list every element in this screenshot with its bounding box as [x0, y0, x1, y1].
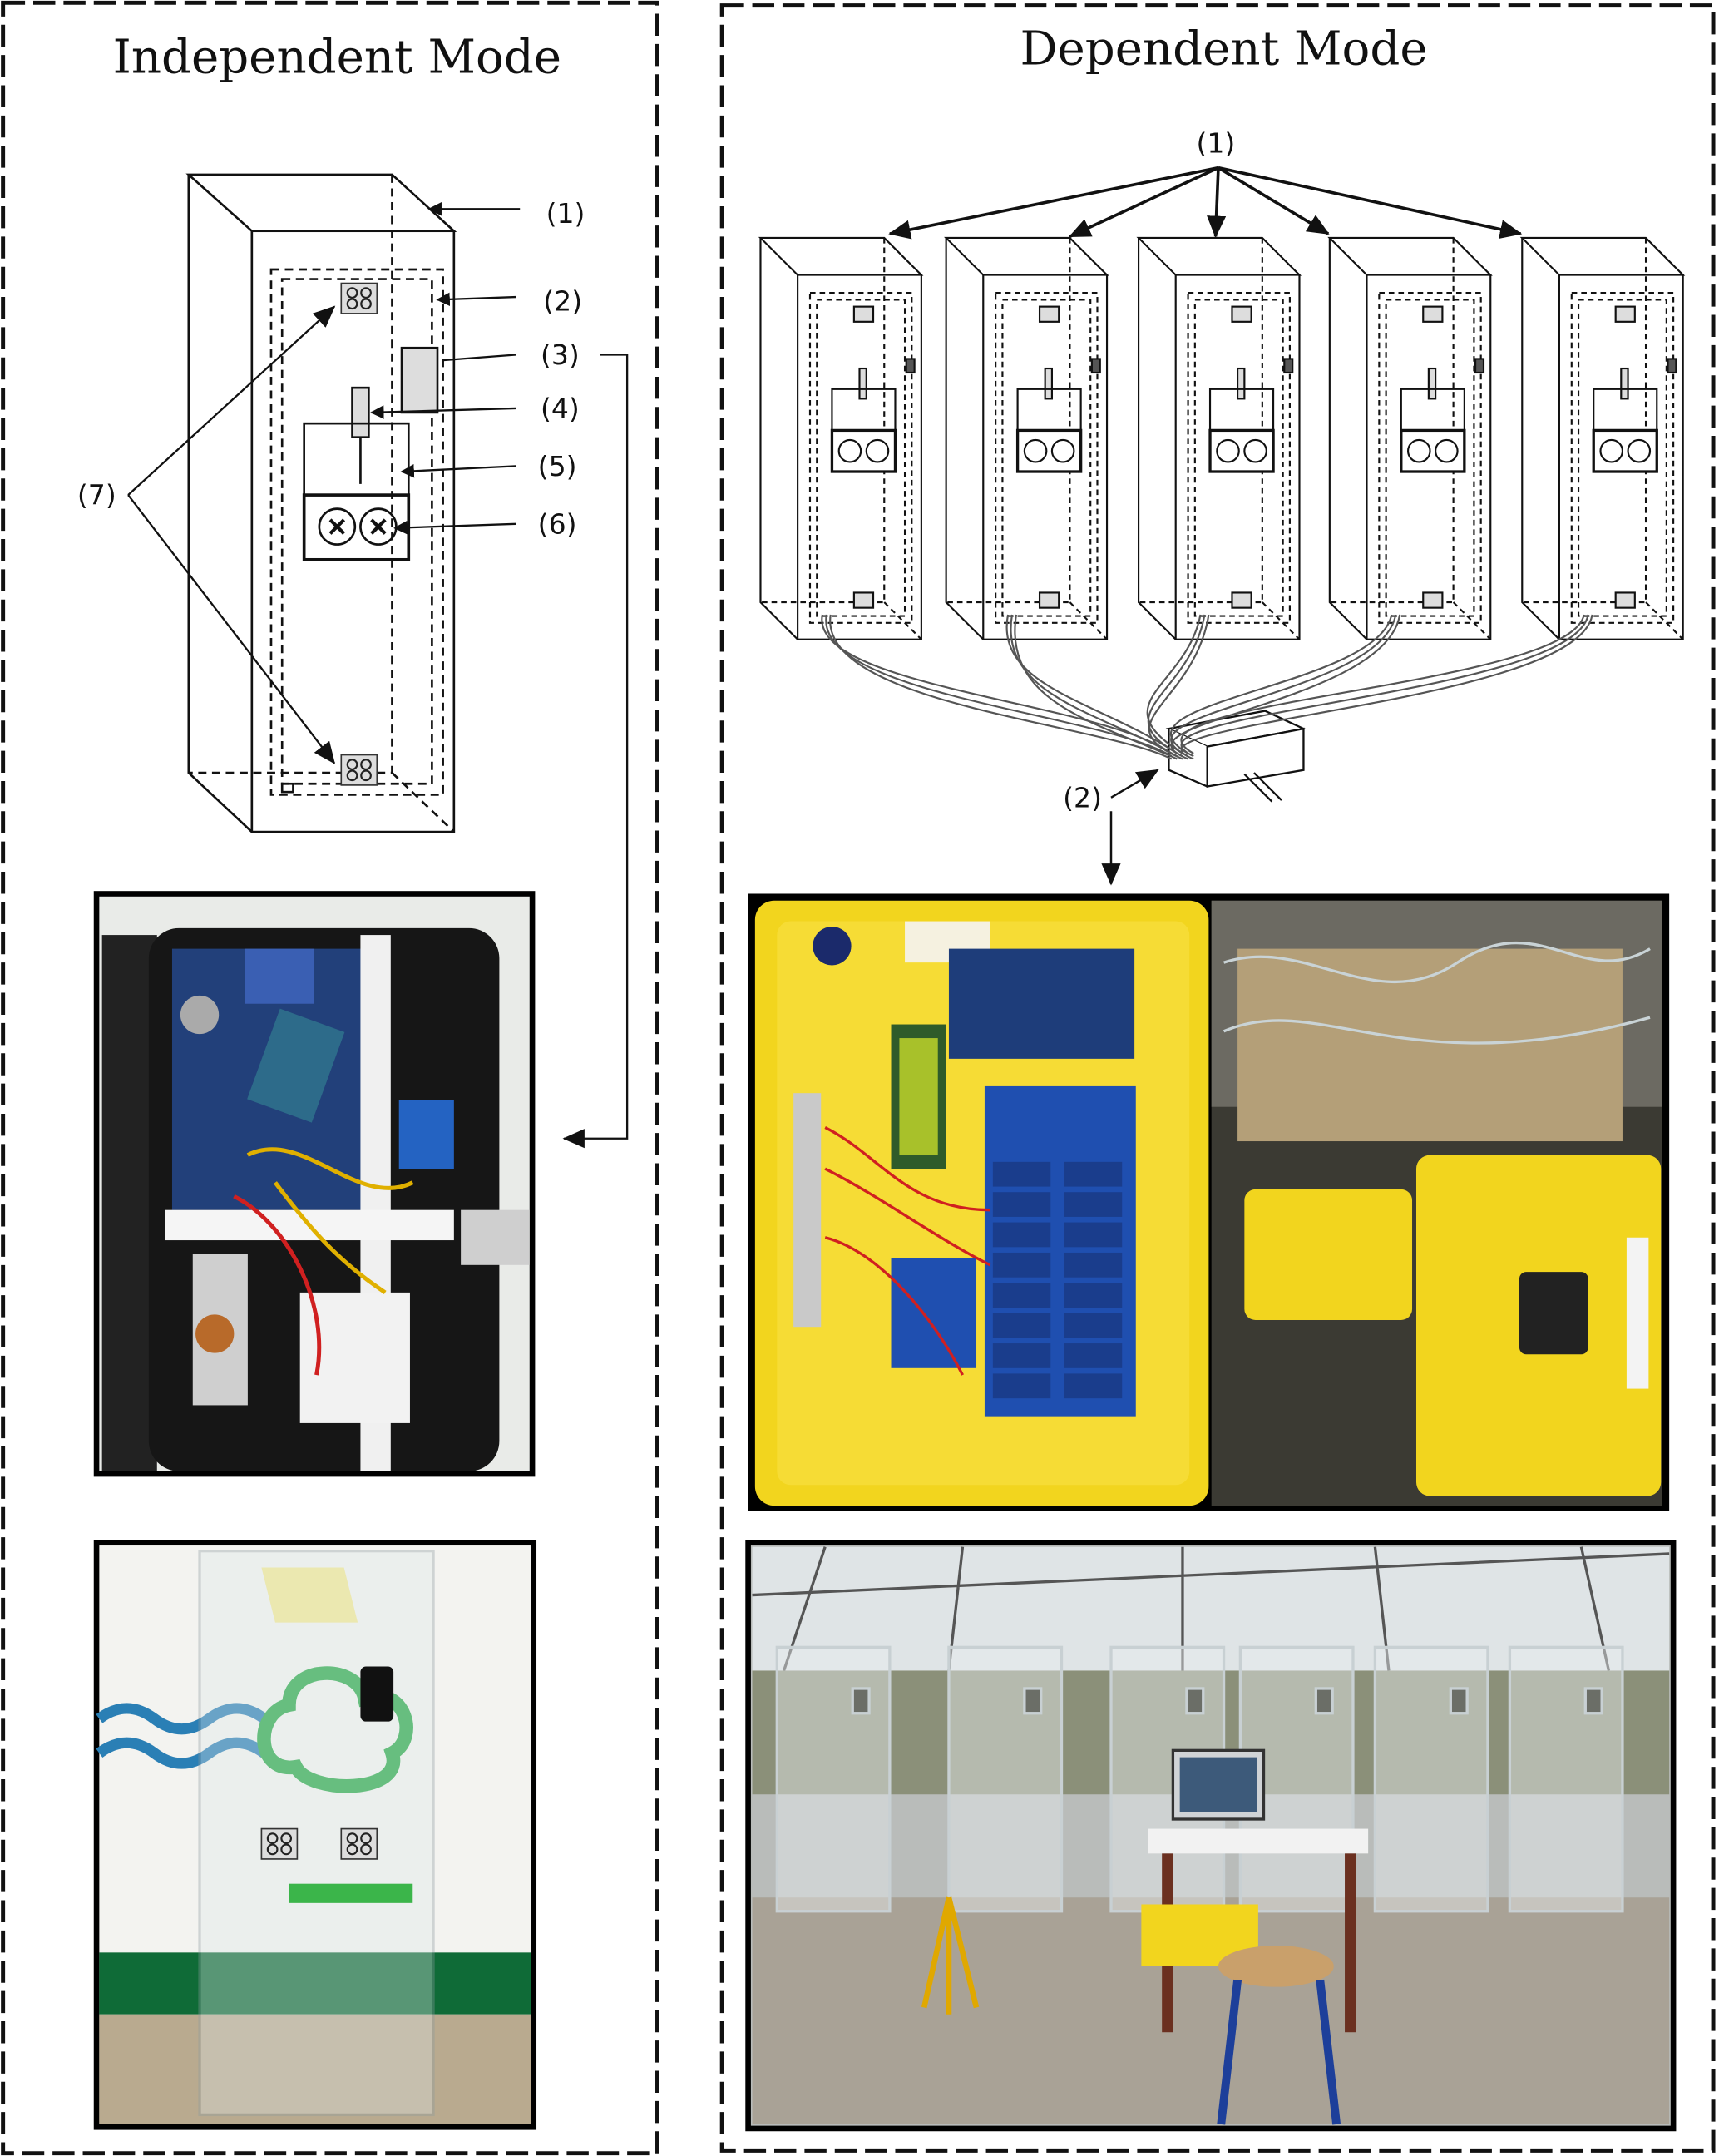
relay [1064, 1313, 1123, 1338]
wire [1170, 614, 1401, 760]
relay [1064, 1373, 1123, 1399]
label-6: (6) [538, 507, 577, 540]
photo-chamber [947, 1645, 1064, 1913]
fan-icon [339, 754, 378, 787]
dependent-mode-title: Dependent Mode [1020, 22, 1427, 77]
wire [1014, 614, 1178, 760]
label-5: (5) [538, 450, 577, 482]
wires [821, 614, 1593, 760]
wire [1169, 614, 1393, 754]
dep-label-1: (1) [1197, 126, 1236, 159]
photo-dependent-controller [748, 893, 1670, 1511]
relay [1064, 1283, 1123, 1308]
wire [1180, 614, 1585, 754]
label-3: (3) [541, 339, 580, 371]
sensor-unit [1583, 1687, 1603, 1715]
photo-dependent-greenhouse [745, 1540, 1677, 2132]
wire [1170, 614, 1397, 758]
relay [992, 1252, 1051, 1278]
sensor-unit [851, 1687, 871, 1715]
wire [829, 614, 1173, 760]
relay [992, 1192, 1051, 1217]
relay [992, 1222, 1051, 1248]
relay [1064, 1222, 1123, 1248]
wire [1005, 614, 1178, 754]
relay [992, 1343, 1051, 1368]
label-7: (7) [77, 479, 116, 512]
relay [1064, 1343, 1123, 1368]
label-2: (2) [543, 285, 582, 318]
relay [1064, 1161, 1123, 1187]
wire [1148, 614, 1210, 760]
sensor-unit [1185, 1687, 1205, 1715]
chamber-1 [758, 236, 924, 640]
chamber-4 [1327, 236, 1493, 640]
probe [351, 386, 370, 438]
wire [1180, 614, 1593, 760]
chamber-3 [1136, 236, 1302, 640]
dependent-panel-frame [719, 3, 1716, 2153]
sensor-unit [1449, 1687, 1469, 1715]
label-4: (4) [541, 393, 580, 425]
photo-chamber [1508, 1645, 1624, 1913]
dep-label-2: (2) [1063, 781, 1102, 813]
relay [992, 1161, 1051, 1187]
photo-independent-chamber [93, 1540, 537, 2130]
fan-icon [339, 282, 378, 315]
independent-chamber-drawing [185, 173, 457, 833]
independent-panel-frame [1, 0, 659, 2156]
photo-independent-electronics [93, 891, 536, 1477]
sensor-unit [1023, 1687, 1043, 1715]
wire [1180, 614, 1589, 758]
photo-chamber [1373, 1645, 1489, 1913]
wire [1146, 614, 1202, 754]
relay [1064, 1192, 1123, 1217]
wire [1010, 614, 1178, 758]
chamber-2 [944, 236, 1109, 640]
sensor-box [400, 346, 439, 414]
label-1: (1) [546, 197, 585, 230]
relay [992, 1283, 1051, 1308]
wire [1147, 614, 1206, 758]
relay [992, 1313, 1051, 1338]
dependent-chambers [758, 236, 1686, 640]
photo-chamber [775, 1645, 892, 1913]
relay [1064, 1252, 1123, 1278]
sensor-unit [1314, 1687, 1334, 1715]
relay [992, 1373, 1051, 1399]
chamber-5 [1519, 236, 1686, 640]
independent-mode-title: Independent Mode [113, 31, 561, 85]
